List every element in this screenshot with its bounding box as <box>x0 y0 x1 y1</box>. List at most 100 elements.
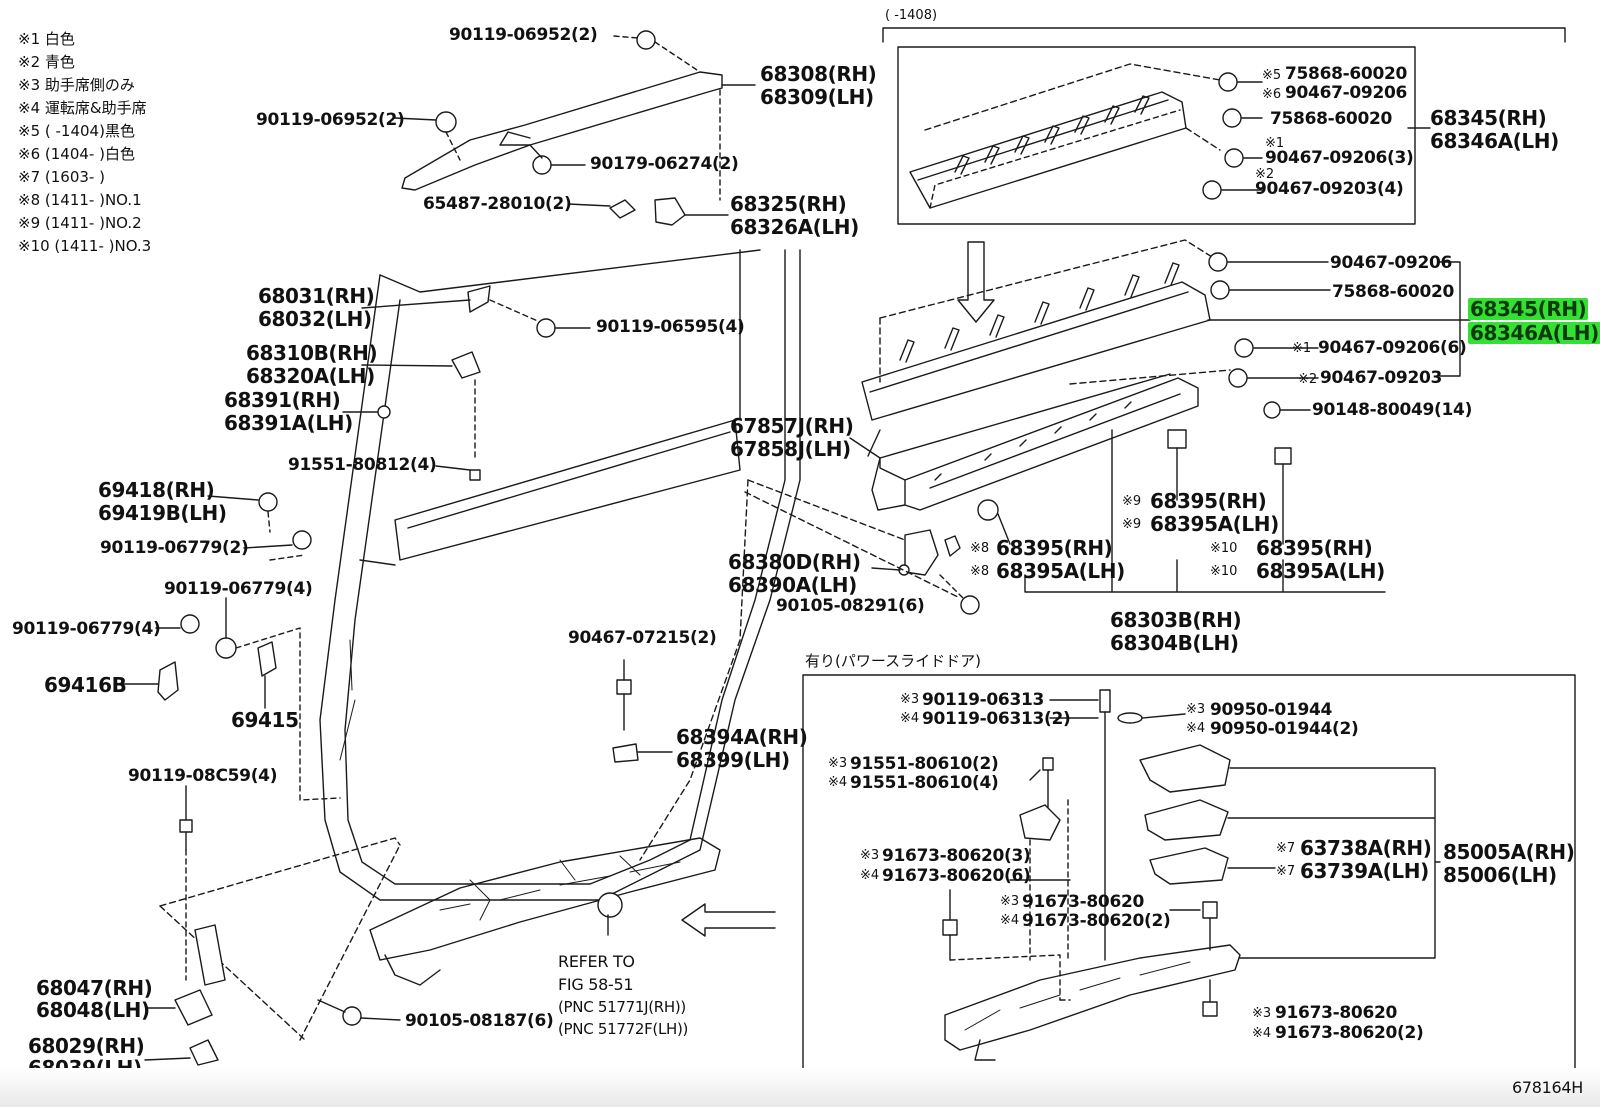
footnote-mark: ※10 <box>1210 541 1238 556</box>
upper-rail-drawing <box>401 71 723 191</box>
footnote-mark: ※4 <box>1186 721 1206 736</box>
part-number-label: 75868-60020 <box>1270 109 1393 129</box>
part-number-label: 69416B <box>44 673 127 697</box>
part-number-label: 90467-09203 <box>1320 368 1443 388</box>
footer-strip <box>0 1068 1600 1107</box>
footnote-mark: ※2 <box>1298 372 1318 387</box>
part-number-label: 75868-60020 <box>1285 64 1408 84</box>
part-number-label: 85006(LH) <box>1443 863 1557 887</box>
left-arrow-icon <box>681 903 776 937</box>
legend-note-5: ※5 ( -1404)黒色 <box>18 122 135 140</box>
footnote-mark: ※2 <box>1255 167 1275 182</box>
diagram-linework <box>119 27 1576 1068</box>
part-number-label: 63739A(LH) <box>1300 859 1429 883</box>
part-number-label: 90467-09206(3) <box>1265 148 1414 168</box>
part-number-label: 90119-06595(4) <box>596 317 745 337</box>
footnote-mark: ※7 <box>1276 864 1296 879</box>
part-number-label: 68395A(LH) <box>1150 512 1279 536</box>
footnote-mark: ※4 <box>1000 913 1020 928</box>
footnote-mark: ※4 <box>860 868 880 883</box>
part-number-label: 68308(RH) <box>760 62 877 86</box>
part-number-label: 85005A(RH) <box>1443 840 1575 864</box>
part-number-label: 65487-28010(2) <box>423 194 572 214</box>
part-number-label: 68380D(RH) <box>728 550 861 574</box>
part-number-label: 91551-80610(4) <box>850 773 999 793</box>
part-number-label: 91551-80812(4) <box>288 455 437 475</box>
part-number-label: 68395A(LH) <box>996 559 1125 583</box>
part-number-label: 68345(RH) <box>1430 106 1547 130</box>
upper-molding-box <box>897 46 1416 225</box>
part-number-label: 91673-80620 <box>1022 892 1145 912</box>
part-number-label: 90467-09203(4) <box>1255 179 1404 199</box>
refer-line-2: FIG 58-51 <box>558 975 634 994</box>
part-number-label: 68395A(LH) <box>1256 559 1385 583</box>
part-number-label: 91673-80620(2) <box>1022 911 1171 931</box>
legend-note-6: ※6 (1404- )白色 <box>18 145 135 163</box>
part-number-label: 63738A(RH) <box>1300 836 1432 860</box>
part-number-label: 68325(RH) <box>730 192 847 216</box>
legend-note-7: ※7 (1603- ) <box>18 168 105 186</box>
part-number-label: 91551-80610(2) <box>850 754 999 774</box>
part-number-label: 68391A(LH) <box>224 411 353 435</box>
part-number-label: 69415 <box>231 708 299 732</box>
part-number-label: 90950-01944 <box>1210 700 1333 720</box>
footnote-mark: ※3 <box>1000 894 1020 909</box>
range-label: ( -1408) <box>885 8 938 23</box>
part-number-label: 69418(RH) <box>98 478 215 502</box>
scuff-plate-drawing <box>867 373 1199 511</box>
part-number-label: 75868-60020 <box>1332 282 1455 302</box>
legend-note-1: ※1 白色 <box>18 30 75 48</box>
part-number-label: 68346A(LH) <box>1430 129 1559 153</box>
part-number-label: 69419B(LH) <box>98 501 227 525</box>
footnote-mark: ※3 <box>900 692 920 707</box>
part-number-label: 67858J(LH) <box>730 437 851 461</box>
part-number-label: 90105-08187(6) <box>405 1011 554 1031</box>
part-number-label: 90119-06779(4) <box>164 579 313 599</box>
part-number-label: 91673-80620(6) <box>882 866 1031 886</box>
part-number-label: 90119-06952(2) <box>449 25 598 45</box>
legend-note-3: ※3 助手席側のみ <box>18 76 135 94</box>
part-number-label: 68047(RH) <box>36 976 153 1000</box>
footnote-mark: ※3 <box>1186 702 1206 717</box>
highlighted-part-number-lh: 68346A(LH) <box>1468 321 1600 345</box>
power-slide-door-box <box>802 674 1576 1068</box>
footnote-mark: ※5 <box>1262 68 1282 83</box>
part-number-label: 68399(LH) <box>676 748 790 772</box>
part-number-label: 90467-09206(6) <box>1318 338 1467 358</box>
part-number-label: 68395(RH) <box>1150 489 1267 513</box>
part-number-label: 91673-80620(2) <box>1275 1023 1424 1043</box>
part-number-label: 68309(LH) <box>760 85 874 109</box>
part-number-label: 68390A(LH) <box>728 573 857 597</box>
footnote-mark: ※4 <box>900 711 920 726</box>
part-number-label: 90119-06952(2) <box>256 110 405 130</box>
part-number-label: 68391(RH) <box>224 388 341 412</box>
part-number-label: 68031(RH) <box>258 284 375 308</box>
part-number-label: 68304B(LH) <box>1110 631 1239 655</box>
part-number-label: 90148-80049(14) <box>1312 400 1473 420</box>
part-number-label: 68395(RH) <box>996 536 1113 560</box>
power-slide-drawing <box>942 689 1441 1061</box>
part-number-label: 68310B(RH) <box>246 341 378 365</box>
footnote-mark: ※8 <box>970 541 990 556</box>
footnote-mark: ※10 <box>1210 564 1238 579</box>
legend-note-8: ※8 (1411- )NO.1 <box>18 191 142 209</box>
middle-clips <box>1208 252 1281 419</box>
part-number-label: 90179-06274(2) <box>590 154 739 174</box>
footnote-mark: ※6 <box>1262 87 1282 102</box>
middle-molding-drawing <box>861 239 1231 421</box>
footnote-mark: ※8 <box>970 564 990 579</box>
figure-number: 678164H <box>1512 1078 1584 1097</box>
range-bracket <box>882 27 1566 43</box>
legend-note-4: ※4 運転席&助手席 <box>18 99 147 117</box>
down-arrow-icon <box>957 241 995 323</box>
footnote-mark: ※3 <box>828 756 848 771</box>
power-slide-door-title: 有り(パワースライドドア) <box>805 652 981 670</box>
part-number-label: 90105-08291(6) <box>776 596 925 616</box>
refer-line-4: (PNC 51772F(LH)) <box>558 1020 689 1038</box>
part-number-label: 91673-80620(3) <box>882 846 1031 866</box>
legend-note-2: ※2 青色 <box>18 53 75 71</box>
part-number-label: 68326A(LH) <box>730 215 859 239</box>
footnote-mark: ※9 <box>1122 494 1142 509</box>
part-number-label: 68394A(RH) <box>676 725 808 749</box>
